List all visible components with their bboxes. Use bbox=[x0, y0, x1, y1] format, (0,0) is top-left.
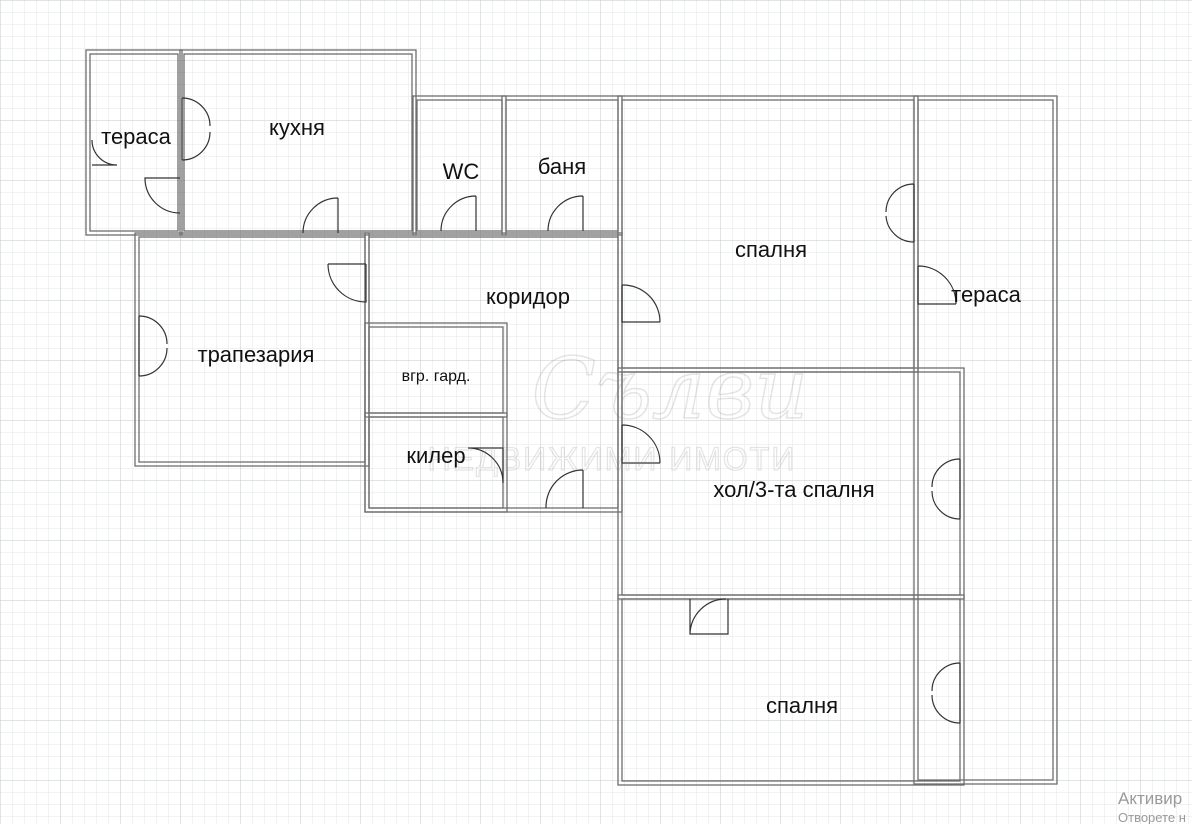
label-pantry: килер bbox=[406, 443, 465, 468]
label-bedroom-top: спалня bbox=[735, 237, 807, 262]
door-symbol bbox=[467, 447, 504, 484]
label-terrace-left: тераса bbox=[101, 124, 172, 149]
room-labels: тераса кухня WC баня спалня тераса трапе… bbox=[101, 115, 1022, 718]
door-symbol bbox=[885, 183, 915, 243]
door-symbol bbox=[181, 97, 211, 161]
doors bbox=[91, 97, 961, 724]
door-symbol bbox=[621, 424, 661, 464]
door-symbol bbox=[440, 195, 477, 232]
os-overlay-line2: Отворете н bbox=[1118, 810, 1186, 824]
door-symbol bbox=[931, 662, 961, 724]
label-terrace-right: тераса bbox=[951, 282, 1022, 307]
door-symbol bbox=[138, 315, 168, 377]
label-kitchen: кухня bbox=[269, 115, 325, 140]
door-symbol bbox=[931, 458, 961, 520]
door-symbol bbox=[545, 469, 584, 509]
wall-bedroom-bottom bbox=[617, 594, 965, 786]
door-symbol bbox=[917, 265, 957, 305]
wall-terrace-right bbox=[913, 95, 1058, 785]
door-symbol bbox=[689, 598, 729, 635]
os-activation-overlay: Активир Отворете н bbox=[1118, 789, 1186, 824]
wall-pantry bbox=[364, 412, 508, 513]
os-overlay-line1: Активир bbox=[1118, 789, 1182, 808]
door-symbol bbox=[91, 139, 118, 166]
label-bathroom: баня bbox=[538, 154, 586, 179]
label-dining: трапезария bbox=[198, 342, 315, 367]
walls bbox=[85, 49, 1058, 786]
door-symbol bbox=[144, 177, 181, 214]
label-wardrobe: вгр. гард. bbox=[402, 368, 471, 385]
door-symbol bbox=[621, 284, 661, 323]
label-bedroom-bottom: спалня bbox=[766, 693, 838, 718]
door-symbol bbox=[327, 263, 367, 303]
label-hall-bedroom: хол/3-та спалня bbox=[713, 477, 874, 502]
watermark: Сълви НЕДВИЖИМИ ИМОТИ bbox=[427, 339, 809, 477]
door-symbol bbox=[302, 197, 339, 234]
watermark-subtitle: НЕДВИЖИМИ ИМОТИ bbox=[428, 441, 797, 477]
watermark-script: Сълви bbox=[532, 340, 809, 438]
label-wc: WC bbox=[443, 159, 480, 184]
door-symbol bbox=[547, 195, 584, 232]
wall-kitchen bbox=[179, 49, 417, 236]
label-corridor: коридор bbox=[486, 284, 570, 309]
